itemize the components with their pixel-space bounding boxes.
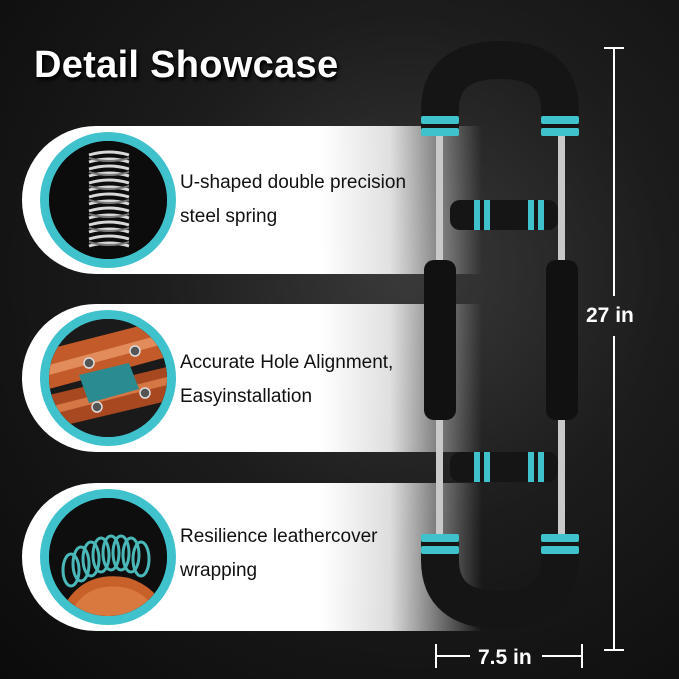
height-dimension-label: 27 in — [586, 304, 634, 327]
feature-line: Easyinstallation — [180, 386, 313, 407]
bottom-u-grip — [421, 540, 579, 630]
top-u-grip — [421, 40, 579, 130]
accent-rings — [421, 116, 579, 554]
hole-alignment-icon — [49, 319, 167, 437]
feature-thumbnail-ring — [40, 132, 176, 268]
feature-card-hole-alignment: Accurate Hole Alignment, Easyinstallatio… — [22, 304, 482, 452]
feature-card-spring: U-shaped double precision steel spring — [22, 126, 482, 274]
left-pad — [424, 260, 456, 420]
feature-line: U-shaped double precision — [180, 172, 407, 193]
feature-text-leather-wrap: Resilience leathercover wrapping — [180, 520, 378, 588]
feature-line: wrapping — [180, 560, 258, 581]
feature-line: steel spring — [180, 206, 278, 227]
arm-exerciser-illustration — [421, 40, 579, 630]
feature-thumbnail-ring — [40, 489, 176, 625]
spring-icon — [49, 141, 167, 259]
page-title: Detail Showcase — [34, 44, 339, 86]
feature-text-spring: U-shaped double precision steel spring — [180, 166, 406, 234]
feature-line: Accurate Hole Alignment, — [180, 352, 394, 373]
feature-line: Resilience leathercover — [180, 526, 378, 547]
feature-text-hole-alignment: Accurate Hole Alignment, Easyinstallatio… — [180, 346, 393, 414]
leather-wrap-icon — [49, 498, 167, 616]
width-dimension-label: 7.5 in — [478, 646, 532, 669]
feature-card-leather-wrap: Resilience leathercover wrapping — [22, 483, 482, 631]
feature-thumbnail-ring — [40, 310, 176, 446]
right-pad — [546, 260, 578, 420]
